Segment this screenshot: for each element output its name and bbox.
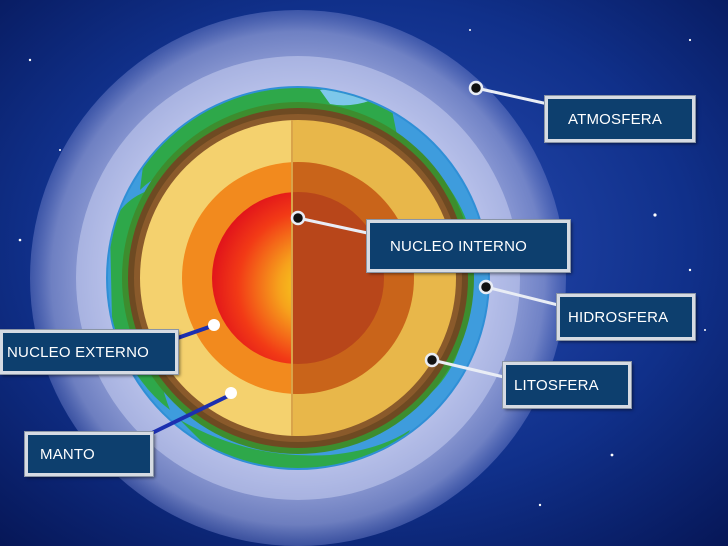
inner-core-layer	[212, 192, 384, 364]
leader-lines	[297, 86, 563, 380]
label-nucleo-externo: NUCLEO EXTERNO	[0, 330, 178, 374]
pointer-dots	[290, 80, 494, 368]
arrow-dots	[208, 319, 237, 399]
label-manto: MANTO	[25, 432, 153, 476]
stars	[18, 29, 706, 507]
label-atmosfera: ATMOSFERA	[545, 96, 695, 142]
label-hidrosfera: HIDROSFERA	[557, 294, 695, 340]
label-litosfera: LITOSFERA	[503, 362, 631, 408]
label-nucleo-interno: NUCLEO INTERNO	[367, 220, 570, 272]
